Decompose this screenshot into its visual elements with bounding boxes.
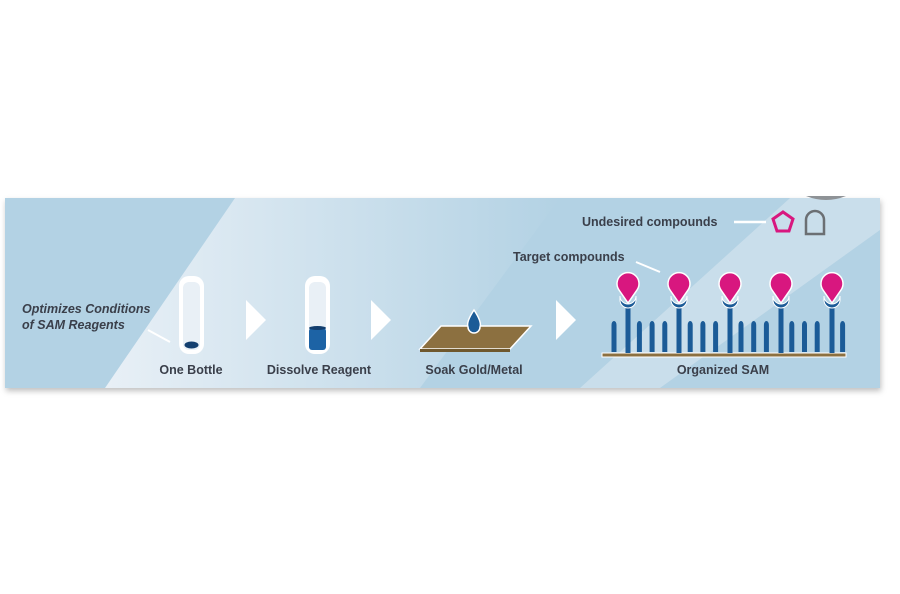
short-pillar: [700, 321, 706, 352]
undesired-compounds-label: Undesired compounds: [582, 215, 717, 229]
short-pillar: [751, 321, 757, 352]
tall-pillar: [625, 306, 631, 353]
short-pillar: [611, 321, 617, 352]
target-pointer: [635, 261, 661, 273]
step-label-dissolve-reagent: Dissolve Reagent: [267, 363, 372, 377]
receptor-cup: [721, 295, 739, 309]
step-label-soak-gold-metal: Soak Gold/Metal: [425, 363, 522, 377]
receptor-cup: [772, 295, 790, 309]
short-pillar: [763, 321, 769, 352]
arrow-right-icon: [371, 300, 391, 340]
target-compound: [820, 271, 844, 305]
receptor-cup: [823, 295, 841, 309]
tall-pillar: [676, 306, 682, 353]
step-label-one-bottle: One Bottle: [159, 363, 222, 377]
step-label-organized-sam: Organized SAM: [677, 363, 769, 377]
short-pillar: [802, 321, 807, 352]
organized-sam-illustration: [601, 271, 847, 358]
gold-plate-icon: [418, 308, 533, 352]
short-pillar: [789, 321, 795, 352]
short-pillar: [738, 321, 744, 352]
tall-pillar: [778, 306, 784, 353]
target-compound: [769, 271, 793, 305]
substrate-surface: [601, 352, 847, 358]
tall-pillar: [829, 306, 835, 353]
short-pillar: [687, 321, 693, 352]
note-line-2: of SAM Reagents: [22, 318, 125, 332]
note-pointer: [147, 329, 171, 343]
note-line-1: Optimizes Conditions: [22, 302, 151, 316]
arrow-right-icon: [246, 300, 266, 340]
target-compound: [718, 271, 742, 305]
receptor-cup: [670, 295, 688, 309]
receptor-cup: [619, 295, 637, 309]
dissolved-bottle-icon: [305, 276, 330, 354]
short-pillar: [713, 321, 719, 352]
target-compound: [616, 271, 640, 305]
short-pillar: [840, 321, 846, 352]
short-pillar: [636, 321, 642, 352]
arrow-right-icon: [556, 300, 576, 340]
panel-background: [5, 196, 880, 388]
tall-pillar: [727, 306, 733, 353]
short-pillar: [649, 321, 655, 352]
arch-compound-icon: [804, 209, 826, 236]
pentagon-compound-icon: [771, 210, 795, 233]
target-compounds-label: Target compounds: [513, 250, 625, 264]
bottle-icon: [179, 276, 204, 354]
short-pillar: [662, 321, 668, 352]
target-compound: [667, 271, 691, 305]
droplet-icon: [466, 308, 482, 334]
short-pillar: [814, 321, 820, 352]
